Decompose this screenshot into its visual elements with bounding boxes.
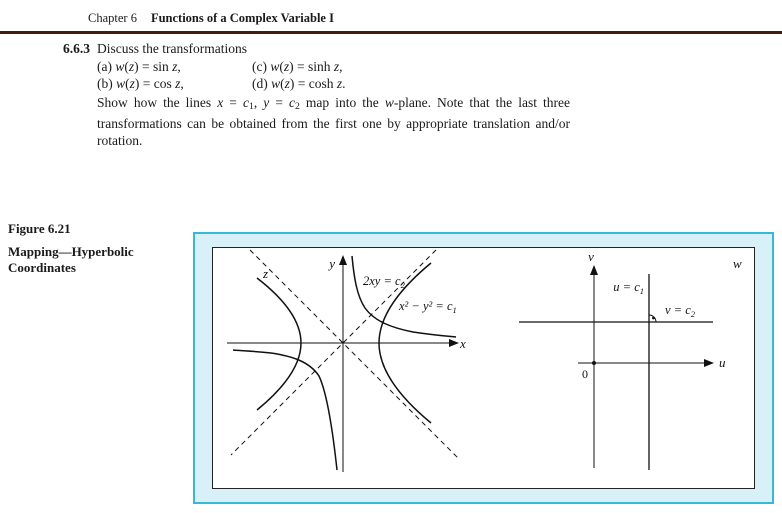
figure-panel: z y x 2xy = c2 x² − y² = c1 <box>212 247 755 489</box>
asymptote-ascending <box>230 249 437 456</box>
exercise-number: 6.6.3 <box>63 41 90 56</box>
exercise-intro: Discuss the transformations <box>97 41 247 56</box>
label-v-equals-c2: v = c2 <box>665 303 696 319</box>
w-origin-dot <box>592 361 596 365</box>
z-plane-diagram: z y x 2xy = c2 x² − y² = c1 <box>227 249 466 472</box>
chapter-title: Functions of a Complex Variable I <box>150 11 334 25</box>
origin-label: 0 <box>582 367 588 381</box>
figure-frame: z y x 2xy = c2 x² − y² = c1 <box>193 232 774 504</box>
header-rule <box>0 31 782 34</box>
w-u-axis-arrowhead <box>704 359 714 367</box>
running-header: Chapter 6 Functions of a Complex Variable… <box>88 11 334 26</box>
exercise-item-c: (c) w(z) = sinh z, <box>252 59 343 74</box>
hyperbola-x2y2-right-branch <box>378 262 432 424</box>
w-plane-diagram: v u w 0 u = c1 v = c2 <box>519 249 742 470</box>
figure-label: Figure 6.21 <box>8 221 71 236</box>
y-axis-label: y <box>327 256 335 271</box>
u-axis-label: u <box>719 355 726 370</box>
exercise-item-a: (a) w(z) = sin z, <box>97 59 181 74</box>
x-axis-label: x <box>459 336 466 351</box>
exercise-body: Show how the lines x = c1, y = c2 map in… <box>97 95 570 149</box>
right-angle-dot <box>652 316 655 320</box>
figure-caption: Mapping—Hyperbolic Coordinates <box>8 244 134 275</box>
hyperbola-2xy-quadrant1 <box>351 255 457 338</box>
w-plane-label: w <box>733 256 742 271</box>
exercise-item-b: (b) w(z) = cos z, <box>97 76 184 91</box>
z-plane-label: z <box>262 266 268 281</box>
hyperbola-2xy-quadrant3 <box>232 349 338 471</box>
w-v-axis-arrowhead <box>590 265 598 275</box>
asymptote-descending <box>249 249 459 459</box>
figure-diagram: z y x 2xy = c2 x² − y² = c1 <box>227 249 742 472</box>
curve-label-x2y2: x² − y² = c1 <box>398 299 457 315</box>
exercise-item-d: (d) w(z) = cosh z. <box>252 76 346 91</box>
chapter-number: Chapter 6 <box>88 11 137 25</box>
hyperbola-x2y2-left-branch <box>256 277 302 411</box>
z-y-axis-arrowhead <box>339 255 347 265</box>
curve-label-2xy: 2xy = c2 <box>363 274 406 290</box>
v-axis-label: v <box>588 249 594 264</box>
z-x-axis-arrowhead <box>449 339 459 347</box>
label-u-equals-c1: u = c1 <box>613 280 644 296</box>
